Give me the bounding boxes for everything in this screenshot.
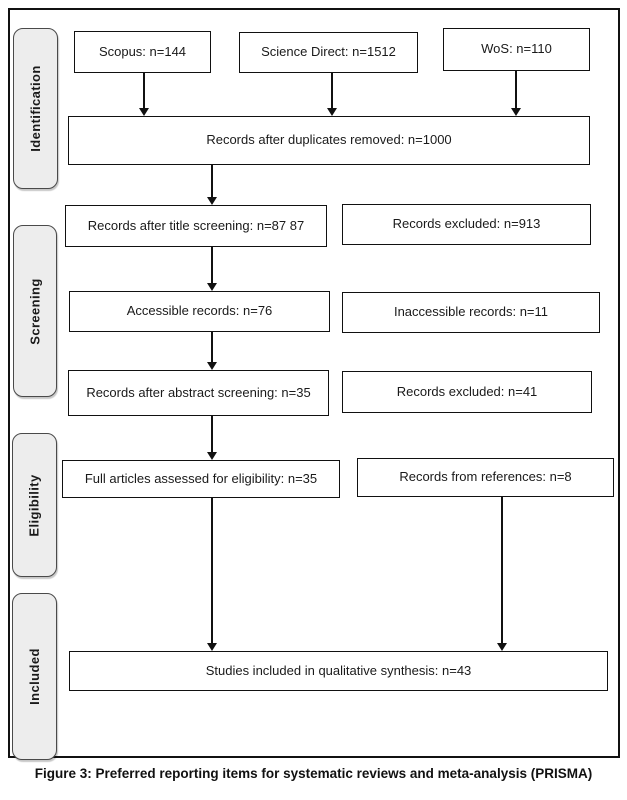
box-accessible-records: Accessible records: n=76 (69, 291, 330, 332)
figure-caption: Figure 3: Preferred reporting items for … (34, 766, 593, 781)
arrow-full-articles-to-included (211, 498, 213, 651)
box-studies-included: Studies included in qualitative synthesi… (69, 651, 608, 691)
arrow-references-to-included (501, 497, 503, 651)
box-records-excluded-abstract: Records excluded: n=41 (342, 371, 592, 413)
box-inaccessible-records: Inaccessible records: n=11 (342, 292, 600, 333)
stage-label-included: Included (12, 593, 57, 760)
box-science-direct: Science Direct: n=1512 (239, 32, 418, 73)
box-scopus: Scopus: n=144 (74, 31, 211, 73)
stage-label-eligibility: Eligibility (12, 433, 57, 577)
stage-label-text: Identification (28, 65, 43, 152)
arrow-science-direct-to-duplicates (331, 73, 333, 116)
box-records-references: Records from references: n=8 (357, 458, 614, 497)
arrow-title-to-accessible (211, 247, 213, 291)
box-title-screening: Records after title screening: n=87 87 (65, 205, 327, 247)
box-duplicates-removed: Records after duplicates removed: n=1000 (68, 116, 590, 165)
stage-label-screening: Screening (13, 225, 57, 397)
stage-label-identification: Identification (13, 28, 58, 189)
box-wos: WoS: n=110 (443, 28, 590, 71)
arrow-duplicates-to-title-screening (211, 165, 213, 205)
arrow-scopus-to-duplicates (143, 73, 145, 116)
stage-label-text: Included (27, 648, 42, 705)
stage-label-text: Eligibility (27, 473, 42, 537)
stage-label-text: Screening (27, 277, 43, 345)
box-records-excluded-title: Records excluded: n=913 (342, 204, 591, 245)
arrow-accessible-to-abstract (211, 332, 213, 370)
box-abstract-screening: Records after abstract screening: n=35 (68, 370, 329, 416)
arrow-abstract-to-full-articles (211, 416, 213, 460)
arrow-wos-to-duplicates (515, 71, 517, 116)
box-full-articles: Full articles assessed for eligibility: … (62, 460, 340, 498)
